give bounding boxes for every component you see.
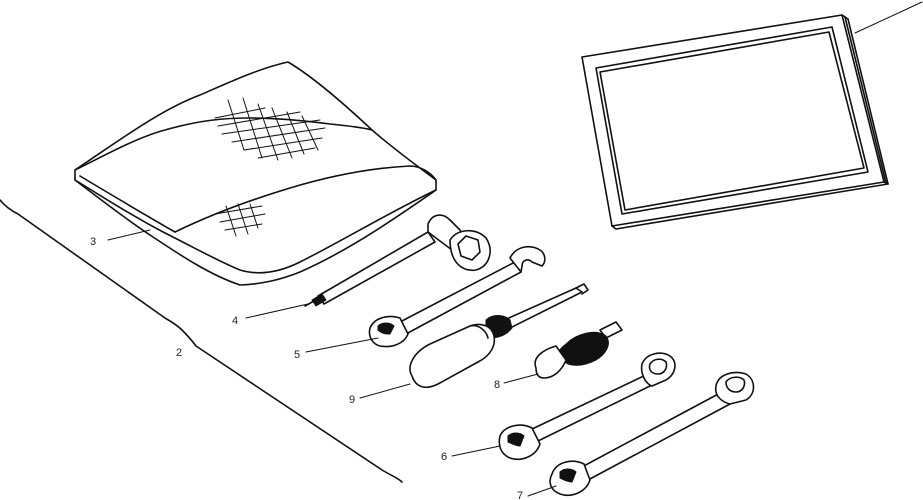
leader-line-3: [107, 229, 151, 241]
screwdriver-icon: [359, 283, 589, 399]
callout-3: 3: [90, 236, 96, 248]
combination-wrench-6-icon: [451, 352, 676, 460]
leader-line-manual: [854, 1, 923, 34]
leader-line-5: [305, 337, 379, 353]
callout-5: 5: [294, 349, 300, 361]
callout-9: 9: [349, 394, 355, 406]
callout-4: 4: [232, 315, 238, 327]
group-bracket: [0, 199, 403, 483]
tool-pouch-icon: [74, 61, 437, 286]
callout-6: 6: [441, 451, 447, 463]
combination-wrench-7-icon: [527, 371, 755, 497]
callout-2: 2: [176, 347, 182, 359]
leader-line-9: [359, 383, 411, 399]
leader-line-6: [451, 445, 501, 457]
driver-handle-icon: [503, 321, 623, 384]
callout-7: 7: [517, 490, 523, 500]
leader-line-8: [503, 373, 539, 384]
leader-line-7: [527, 485, 557, 497]
callout-8: 8: [494, 379, 500, 391]
open-end-wrench-icon: [305, 245, 546, 353]
leader-line-4: [245, 303, 309, 319]
socket-wrench-icon: [245, 214, 491, 319]
manual-book-icon: [581, 1, 923, 230]
